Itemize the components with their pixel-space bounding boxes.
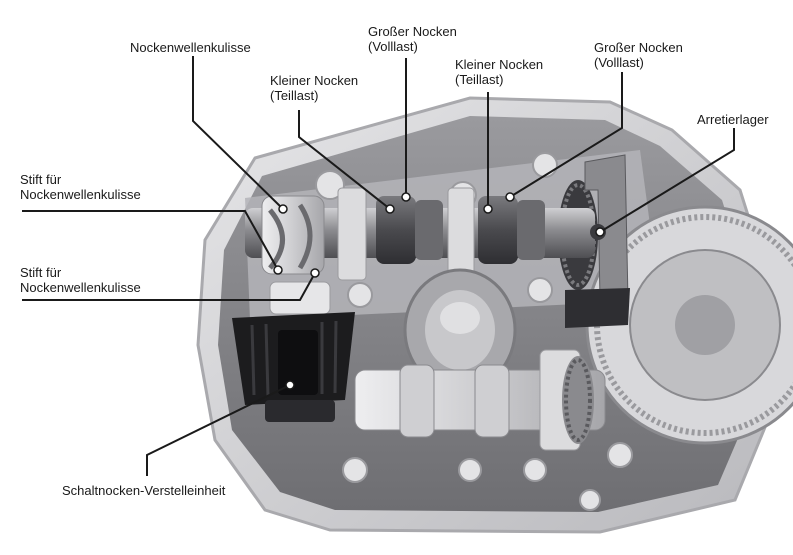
lower-camshaft — [354, 349, 606, 451]
label-text: Schaltnocken-Verstelleinheit — [62, 483, 226, 498]
label-line2: (Teillast) — [270, 88, 319, 103]
label-stift-2: Stift für Nockenwellenkulisse — [20, 265, 141, 295]
label-line1: Stift für — [20, 265, 62, 280]
label-schaltnocken: Schaltnocken-Verstelleinheit — [62, 483, 225, 498]
label-stift-1: Stift für Nockenwellenkulisse — [20, 172, 141, 202]
label-line1: Großer Nocken — [368, 24, 457, 39]
label-grosser-nocken-2: Großer Nocken (Volllast) — [594, 40, 683, 70]
label-line2: Nockenwellenkulisse — [20, 187, 141, 202]
label-line2: (Teillast) — [455, 72, 504, 87]
leader-lines — [22, 56, 735, 476]
label-text: Nockenwellenkulisse — [130, 40, 251, 55]
label-line1: Großer Nocken — [594, 40, 683, 55]
label-grosser-nocken-1: Großer Nocken (Volllast) — [368, 24, 457, 54]
label-kleiner-nocken-2: Kleiner Nocken (Teillast) — [455, 57, 543, 87]
label-line2: (Volllast) — [368, 39, 418, 54]
label-line1: Kleiner Nocken — [270, 73, 359, 88]
label-line2: (Volllast) — [594, 55, 644, 70]
label-line1: Stift für — [20, 172, 62, 187]
combustion-chamber — [403, 268, 517, 392]
label-line1: Kleiner Nocken — [455, 57, 544, 72]
label-nockenwellenkulisse: Nockenwellenkulisse — [130, 40, 251, 55]
camshaft — [245, 187, 595, 281]
label-line2: Nockenwellenkulisse — [20, 280, 141, 295]
label-arretierlager: Arretierlager — [697, 112, 769, 127]
label-text: Arretierlager — [697, 112, 769, 127]
leader-dots — [273, 192, 605, 390]
label-kleiner-nocken-1: Kleiner Nocken (Teillast) — [270, 73, 358, 103]
